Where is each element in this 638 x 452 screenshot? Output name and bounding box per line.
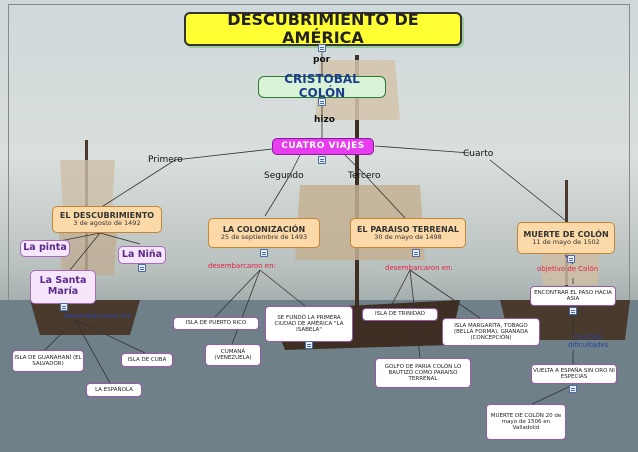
node-label: CRISTOBAL COLÓN (284, 72, 360, 100)
trip-title: LA COLONIZACIÓN (222, 224, 306, 234)
node-cristobal-colon: CRISTOBAL COLÓN (258, 72, 386, 100)
trip-date: 25 de septiembre de 1493 (220, 232, 308, 241)
node-muerte-de-colon: MUERTE DE COLÓN 11 de mayo de 1502 (517, 222, 615, 254)
link-label-muchas-dificultades: muchas dificultades (568, 333, 609, 349)
node-el-descubrimiento: EL DESCUBRIMIENTO 3 de agosto de 1492 (52, 206, 162, 233)
node-golfo-de-paria: GOLFO DE PARIA COLÓN LO BAUTIZÓ COMO PAR… (375, 358, 471, 388)
place-label: ISLA DE CUBA (127, 356, 167, 363)
place-label: MUERTE DE COLÓN 20 de mayo de 1506 en Va… (490, 412, 562, 432)
place-label: VUELTA A ESPAÑA SIN ORO NI ESPECIAS (533, 367, 615, 380)
node-la-isabela: SE FUNDÓ LA PRIMERA CIUDAD DE AMÉRICA "L… (265, 306, 353, 342)
node-isla-de-cuba: ISLA DE CUBA (121, 353, 173, 367)
node-la-santa-maria: La Santa María (30, 270, 96, 304)
node-cuatro-viajes: CUATRO VIAJES (272, 138, 374, 155)
node-la-pinta: La pinta (20, 240, 70, 257)
page-title: DESCUBRIMIENTO DE AMÉRICA (227, 9, 419, 47)
note-icon[interactable] (318, 44, 326, 52)
note-icon[interactable] (260, 249, 268, 257)
ship-label: La Santa María (39, 275, 87, 297)
ship-left-icon (30, 140, 140, 335)
node-cumana: CUMANÁ (VENEZUELA) (205, 344, 261, 366)
node-isla-de-trinidad: ISLA DE TRINIDAD (362, 308, 438, 321)
link-label-desembarcaron-2: desembarcaron en: (208, 262, 276, 270)
link-label-primero: Primero (148, 155, 183, 165)
ship-label: La Niña (121, 248, 163, 260)
node-la-colonizacion: LA COLONIZACIÓN 25 de septiembre de 1493 (208, 218, 320, 248)
note-icon[interactable] (305, 341, 313, 349)
place-label: LA ESPAÑOLA (95, 386, 133, 393)
node-la-espanola: LA ESPAÑOLA (86, 383, 142, 397)
node-encontrar-el-paso: ENCONTRAR EL PASO HACIA ASIA (530, 286, 616, 306)
link-label-line: dificultades (568, 340, 609, 349)
node-isla-margarita: ISLA MARGARITA, TOBAGO (BELLA FORMA), GR… (442, 318, 540, 346)
place-label: SE FUNDÓ LA PRIMERA CIUDAD DE AMÉRICA "L… (274, 314, 344, 334)
node-vuelta-a-espana: VUELTA A ESPAÑA SIN ORO NI ESPECIAS (531, 364, 617, 384)
note-icon[interactable] (569, 307, 577, 315)
node-el-paraiso-terrenal: EL PARAISO TERRENAL 30 de mayo de 1498 (350, 218, 466, 248)
node-muerte-1506: MUERTE DE COLÓN 20 de mayo de 1506 en Va… (486, 404, 566, 440)
link-label-por: por (313, 55, 331, 65)
note-icon[interactable] (60, 303, 68, 311)
node-isla-de-puerto-rico: ISLA DE PUERTO RICO (173, 317, 259, 330)
place-label: ISLA DE TRINIDAD (375, 311, 425, 318)
link-label-objetivo: objetivo de Colón (537, 265, 599, 273)
link-label-cuarto: Cuarto (463, 149, 494, 159)
place-label: ISLA DE PUERTO RICO (185, 320, 247, 327)
trip-date: 30 de mayo de 1498 (374, 232, 442, 241)
link-label-line: muchas (574, 333, 602, 341)
link-label-tercero: Tercero (348, 171, 381, 181)
note-icon[interactable] (318, 98, 326, 106)
note-icon[interactable] (138, 264, 146, 272)
node-isla-guanahani: ISLA DE GUANAHANÍ (EL SALVADOR) (12, 350, 84, 372)
node-la-nina: La Niña (118, 246, 166, 264)
trip-title: EL DESCUBRIMIENTO (59, 211, 155, 221)
note-icon[interactable] (569, 385, 577, 393)
place-label: GOLFO DE PARIA COLÓN LO BAUTIZÓ COMO PAR… (384, 363, 462, 383)
place-label: ISLA DE GUANAHANÍ (EL SALVADOR) (14, 354, 82, 367)
note-icon[interactable] (412, 249, 420, 257)
note-icon[interactable] (567, 255, 575, 263)
ship-right-icon (500, 180, 630, 340)
place-label: ENCONTRAR EL PASO HACIA ASIA (534, 289, 612, 302)
link-label-hizo: hizo (314, 115, 335, 125)
place-label: CUMANÁ (VENEZUELA) (214, 348, 252, 361)
trip-title: MUERTE DE COLÓN (523, 229, 609, 239)
node-label: CUATRO VIAJES (281, 141, 365, 152)
place-label: ISLA MARGARITA, TOBAGO (BELLA FORMA), GR… (453, 322, 529, 342)
ship-label: La pinta (23, 242, 67, 254)
link-label-segundo: Segundo (264, 171, 304, 181)
trip-title: EL PARAISO TERRENAL (356, 224, 460, 234)
link-label-desembarcaron-1: desembarcaron en: (64, 312, 132, 320)
trip-date: 11 de mayo de 1502 (532, 237, 600, 246)
note-icon[interactable] (318, 156, 326, 164)
title-box: DESCUBRIMIENTO DE AMÉRICA (184, 9, 462, 47)
trip-date: 3 de agosto de 1492 (73, 219, 141, 228)
link-label-desembarcaron-3: desembarcaron en: (385, 264, 453, 272)
